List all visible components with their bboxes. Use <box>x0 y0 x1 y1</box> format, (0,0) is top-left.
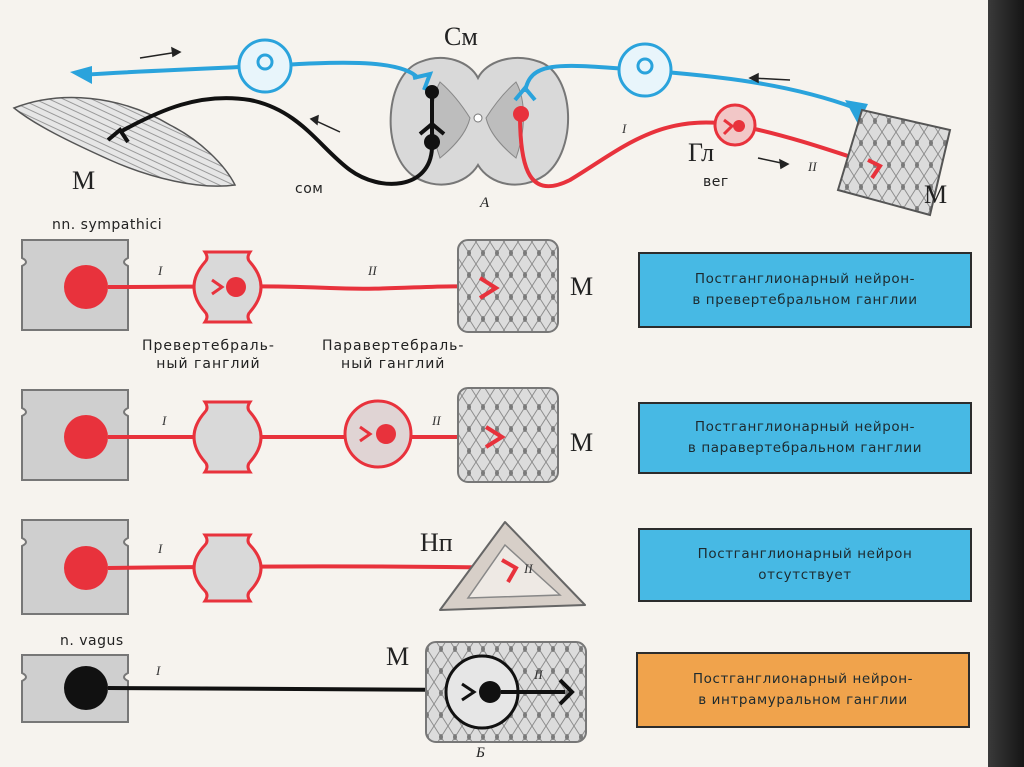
receptor-icon <box>70 66 92 84</box>
row4-effector-label: М <box>386 642 410 671</box>
sensory-fiber-right <box>523 63 856 110</box>
row2-numeral-i: I <box>162 413 167 428</box>
row3-diagram <box>21 519 586 615</box>
label-somatic: сом <box>295 181 324 197</box>
label-ganglion: Гл <box>688 138 715 167</box>
vegetative-fiber <box>518 114 876 189</box>
heading-vagus: n. vagus <box>60 633 124 649</box>
label-spinal-cord: См <box>444 22 478 51</box>
label-muscle-left: М <box>72 166 96 195</box>
row1-description-box: Постганглионарный нейрон- в превертебрал… <box>638 252 972 328</box>
row3-effector-label: Нп <box>420 528 453 557</box>
row4-numeral-i: I <box>156 663 161 678</box>
row2-effector-label: М <box>570 428 594 457</box>
ganglion-icon <box>343 399 413 469</box>
label-vegetative: вег <box>703 174 729 190</box>
row3-description-box: Постганглионарный нейрон отсутствует <box>638 528 972 602</box>
label-section-b: Б <box>476 745 485 761</box>
numeral-i-top: I <box>622 121 627 136</box>
sensory-ganglion-right <box>617 42 673 98</box>
row1-numeral-ii: II <box>368 263 377 278</box>
row3-numeral-ii: II <box>524 561 533 576</box>
row4-diagram <box>21 641 587 743</box>
row1-diagram <box>21 239 559 333</box>
row4-description-box: Постганглионарный нейрон- в интрамуральн… <box>636 652 970 728</box>
arrow-icon <box>139 46 791 170</box>
synapse-fork-icon <box>106 127 130 144</box>
row2-description-box: Постганглионарный нейрон- в паравертебра… <box>638 402 972 474</box>
ganglion-icon <box>192 250 263 324</box>
row3-numeral-i: I <box>158 541 163 556</box>
row2-numeral-ii: II <box>432 413 441 428</box>
row1-effector-label: М <box>570 272 594 301</box>
row1-numeral-i: I <box>158 263 163 278</box>
caption-prevertebral: Превертебраль- ный ганглий <box>142 338 275 372</box>
caption-paravertebral: Паравертебраль- ный ганглий <box>322 338 465 372</box>
numeral-ii-top: II <box>808 159 817 174</box>
scan-dark-edge <box>988 0 1024 767</box>
smooth-muscle-icon <box>836 108 952 217</box>
label-section-a: А <box>480 195 490 211</box>
somatic-motor-fiber <box>119 92 434 186</box>
sensory-ganglion-left <box>237 38 293 94</box>
heading-sympathetic: nn. sympathici <box>52 217 163 233</box>
label-muscle-right: М <box>924 180 948 209</box>
row4-numeral-ii: II <box>534 667 543 682</box>
reflex-arc-diagram <box>12 38 952 743</box>
row2-diagram <box>21 387 559 483</box>
skeletal-muscle-icon <box>12 96 237 187</box>
